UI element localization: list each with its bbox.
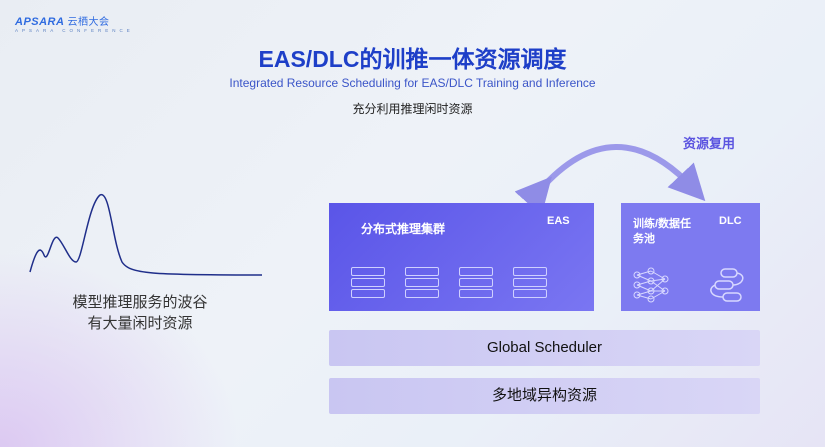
logo-brand-cn: 云栖大会 [67,17,110,28]
logo-subtitle: APSARA CONFERENCE [15,28,134,33]
eas-cluster-box: 分布式推理集群 EAS [329,203,594,311]
server-icon [351,267,385,299]
reuse-label: 资源复用 [683,136,736,151]
workflow-icon [710,268,744,302]
dlc-pool-box: 训练/数据任务池 DLC [621,203,760,311]
dlc-tag: DLC [719,215,742,227]
reuse-arrow [514,144,706,216]
tagline: 充分利用推理闲时资源 [352,102,473,116]
logo-brand: APSARA [15,16,65,28]
dlc-title: 训练/数据任务池 [633,218,692,245]
load-wave [29,194,263,276]
wave-caption-line: 有大量闲时资源 [87,315,193,332]
server-icon [405,267,439,299]
slide-subtitle: Integrated Resource Scheduling for EAS/D… [229,76,596,90]
wave-caption-line: 模型推理服务的波谷 [72,294,208,311]
diagram-lines [29,144,706,276]
slide-title: EAS/DLC的训推一体资源调度 [258,46,567,72]
eas-tag: EAS [547,215,570,227]
eas-title: 分布式推理集群 [361,222,446,236]
heterogeneous-resources-bar: 多地域异构资源 [329,378,760,414]
global-scheduler-bar: Global Scheduler [329,330,760,366]
server-icon [459,267,493,299]
neural-network-icon [633,267,669,303]
server-icon [513,267,547,299]
wave-caption: 模型推理服务的波谷 有大量闲时资源 [40,292,240,334]
background-glow [0,250,240,447]
